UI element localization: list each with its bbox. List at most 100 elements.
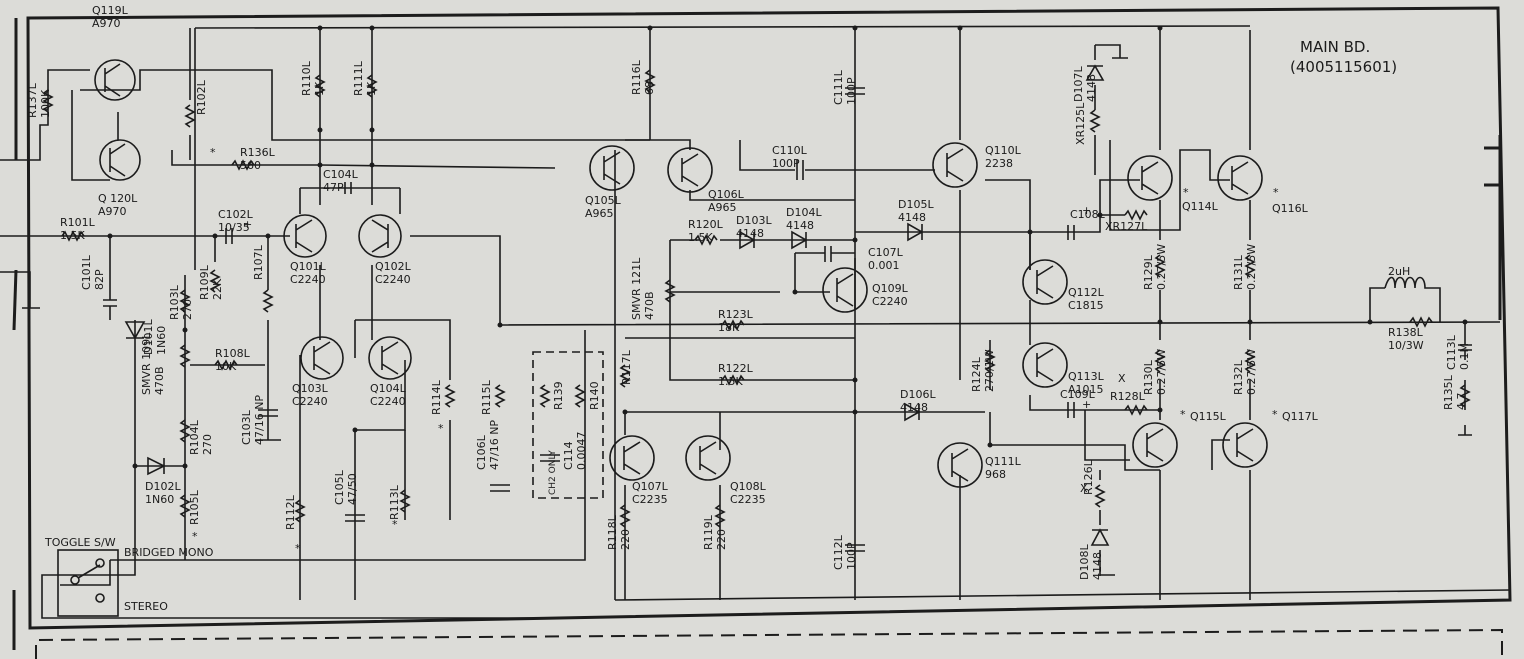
star-mark: * bbox=[295, 542, 301, 555]
ch2-only-label: CH2 ONLY bbox=[548, 450, 558, 495]
d107-symbol bbox=[1085, 64, 1105, 81]
q115-symbol bbox=[1132, 422, 1178, 468]
q119-symbol bbox=[94, 59, 136, 101]
r111-symbol bbox=[366, 74, 378, 98]
star-mark: * bbox=[1183, 186, 1189, 199]
r122-symbol bbox=[721, 374, 745, 386]
r125-symbol bbox=[1089, 109, 1101, 133]
r135-label: R135L4.7 bbox=[1442, 374, 1468, 410]
d101-symbol bbox=[124, 321, 146, 340]
r103-label: R103L270 bbox=[168, 284, 194, 320]
r138-symbol bbox=[1409, 316, 1433, 328]
r113-label: R113L bbox=[388, 484, 401, 520]
r116-symbol bbox=[644, 69, 656, 93]
r117-symbol bbox=[619, 364, 631, 388]
r110-symbol bbox=[314, 74, 326, 98]
r130-label: R130L0.27/5W bbox=[1142, 349, 1168, 395]
star-mark: * bbox=[192, 530, 198, 543]
q109-symbol bbox=[822, 267, 868, 313]
board-part-number: (4005115601) bbox=[1290, 58, 1397, 76]
q108-symbol bbox=[685, 435, 731, 481]
r127-symbol bbox=[1124, 209, 1148, 221]
labels: MAIN BD. (4005115601) TOGGLE S/W BRIDGED… bbox=[44, 38, 1397, 613]
smvr121-symbol bbox=[664, 279, 676, 303]
r129-symbol bbox=[1154, 254, 1166, 278]
toggle-switch[interactable] bbox=[57, 549, 119, 617]
r132-symbol bbox=[1244, 349, 1256, 373]
r130-symbol bbox=[1154, 349, 1166, 373]
r132-label: R132L0.27/5W bbox=[1232, 349, 1258, 395]
r131-label: R131L0.27/5W bbox=[1232, 244, 1258, 290]
junction-dots bbox=[107, 25, 1468, 469]
plus-mark: + bbox=[1082, 204, 1091, 217]
r139-label: R139 bbox=[552, 381, 565, 410]
c112-label: C112L100P bbox=[832, 534, 858, 570]
transistor-symbols bbox=[94, 59, 1268, 488]
r112-label: R112L bbox=[284, 494, 297, 530]
bridged-mono-label: BRIDGED MONO bbox=[124, 546, 214, 559]
r115-symbol bbox=[494, 384, 506, 408]
star-mark: * bbox=[1273, 186, 1279, 199]
r112-symbol bbox=[294, 499, 306, 523]
star-mark: * bbox=[438, 422, 444, 435]
c103-symbol bbox=[258, 409, 278, 417]
r108-symbol bbox=[214, 359, 238, 371]
r136-symbol bbox=[231, 159, 255, 171]
r109-label: R109L22K bbox=[198, 264, 224, 300]
c109-symbol bbox=[1067, 402, 1075, 418]
board-frame bbox=[12, 6, 1512, 659]
star-mark: * bbox=[210, 146, 216, 159]
d106-symbol bbox=[904, 402, 921, 422]
d108-label: D108L4148 bbox=[1078, 544, 1104, 580]
r107-label: R107L bbox=[252, 244, 265, 280]
r128-symbol bbox=[1124, 404, 1148, 416]
cross-mark: X bbox=[1118, 372, 1126, 385]
q110-symbol bbox=[932, 142, 978, 188]
r128-label: R128L bbox=[1110, 390, 1146, 403]
r105-symbol bbox=[179, 494, 191, 518]
smvr121-label: SMVR 121L470B bbox=[630, 257, 656, 320]
annotation-marks: *********XX+++ bbox=[192, 146, 1279, 555]
d104-symbol bbox=[791, 230, 808, 250]
r116-label: R116L68 bbox=[630, 59, 656, 95]
c105-symbol bbox=[345, 514, 365, 522]
smvr109-label: SMVR 109L470B bbox=[140, 332, 166, 395]
r137-symbol bbox=[42, 89, 54, 113]
q101-symbol bbox=[283, 214, 327, 258]
r107-symbol bbox=[262, 289, 274, 313]
r120-symbol bbox=[694, 234, 718, 246]
toggle-label: TOGGLE S/W bbox=[44, 536, 116, 549]
d102-symbol bbox=[147, 456, 166, 476]
r104-symbol bbox=[179, 419, 191, 443]
r104-label: R104L270 bbox=[188, 419, 214, 455]
q114-label: Q114L bbox=[1182, 200, 1219, 213]
r101-symbol bbox=[61, 230, 85, 242]
r110-label: R110L1K bbox=[300, 60, 326, 96]
plus-mark: + bbox=[243, 218, 252, 231]
q117-label: Q117L bbox=[1282, 410, 1319, 423]
q116-symbol bbox=[1217, 155, 1263, 201]
q120-symbol bbox=[99, 139, 141, 181]
r114-symbol bbox=[444, 384, 456, 408]
ch2-only-box bbox=[532, 351, 604, 499]
q115-label: Q115L bbox=[1190, 410, 1227, 423]
q116-label: Q116L bbox=[1272, 202, 1309, 215]
c105-label: C105L47/50 bbox=[333, 469, 359, 505]
d107-label: D107L4148 bbox=[1072, 66, 1098, 102]
r111-label: R111L1K bbox=[352, 60, 378, 96]
